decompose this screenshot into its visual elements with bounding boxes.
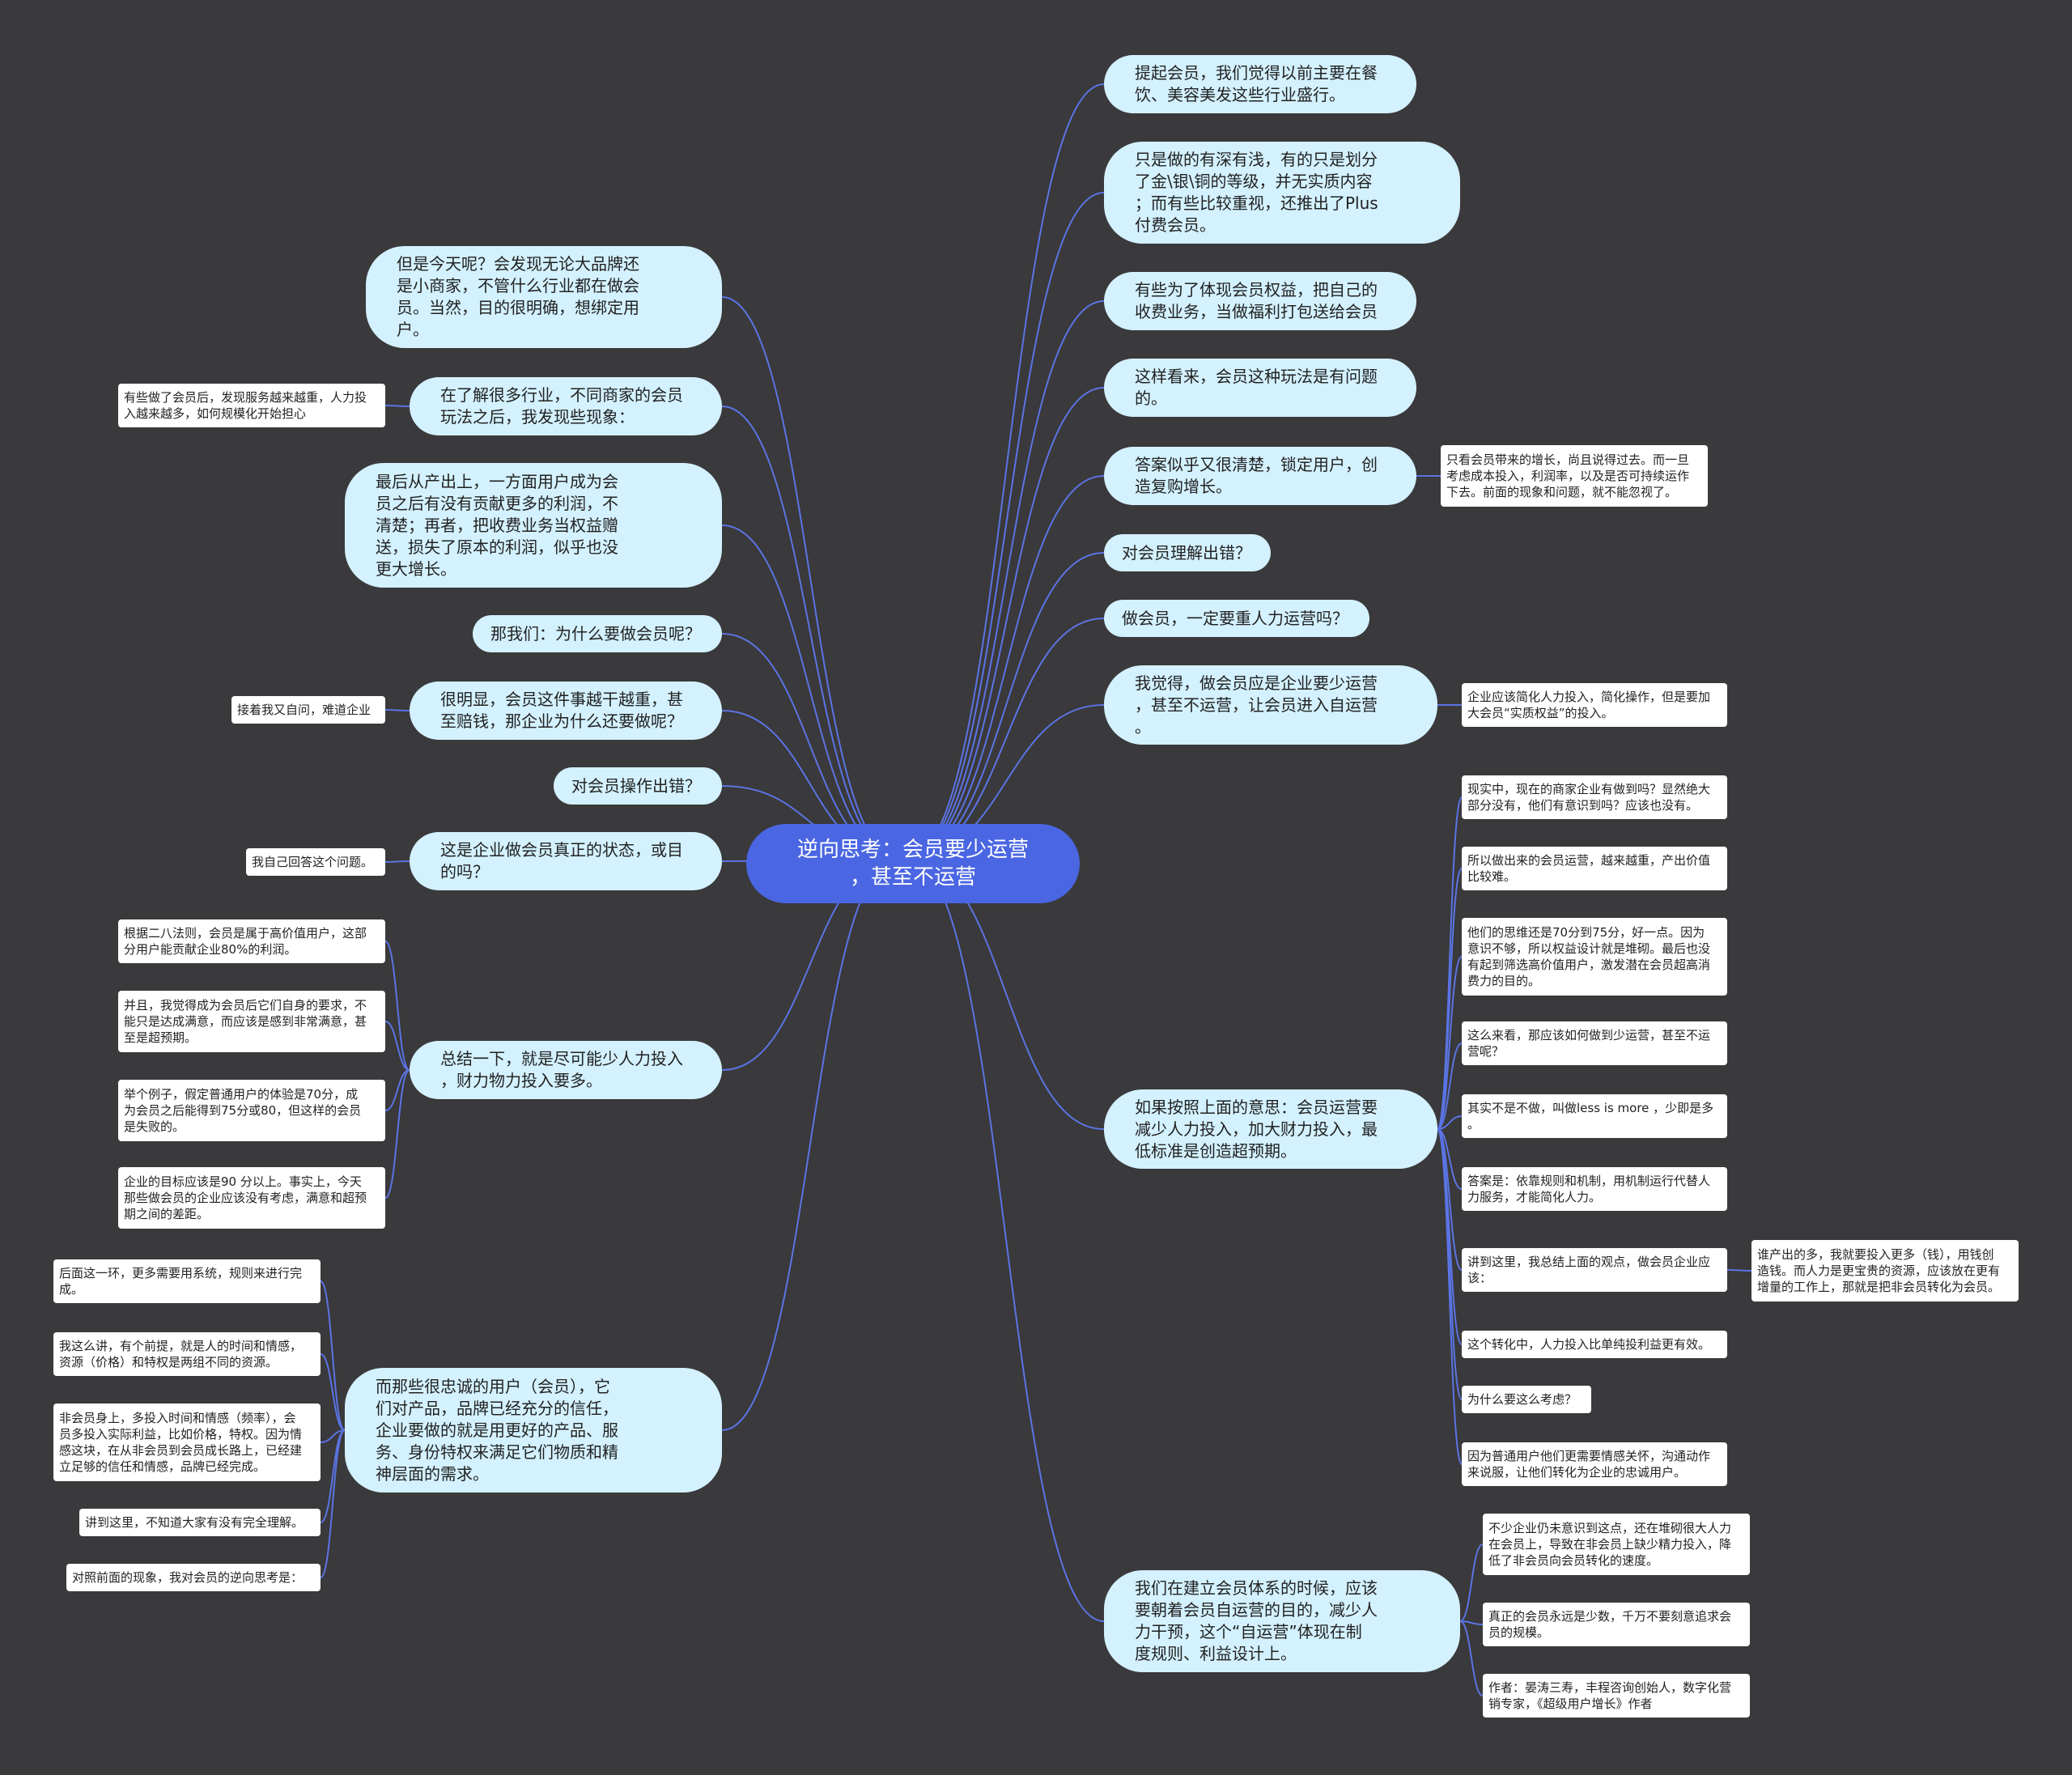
leaf-r9h[interactable]: 这个转化中，人力投入比单纯投利益更有效。 [1462,1331,1727,1358]
connector-line [907,475,1105,859]
connector-line [384,709,410,711]
connector-line [1459,1620,1484,1696]
connector-line [907,857,1105,1622]
leaf-l8d[interactable]: 企业的目标应该是90 分以上。事实上，今天 那些做会员的企业应该没有考虑，满意和… [118,1167,385,1229]
branch-r5[interactable]: 答案似乎又很清楚，锁定用户，创 造复购增长。 [1104,447,1416,505]
branch-r4[interactable]: 这样看来，会员这种玩法是有问题 的。 [1104,359,1416,417]
connector-line [320,1429,346,1443]
connector-line [1437,1115,1463,1130]
connector-line [1437,1042,1463,1130]
branch-r8[interactable]: 我觉得，做会员应是企业要少运营 ，甚至不运营，让会员进入自运营 。 [1104,665,1437,745]
leaf-r10c[interactable]: 作者：晏涛三寿，丰程咨询创始人，数字化营 销专家，《超级用户增长》作者 [1483,1674,1750,1718]
connector-line [1437,1128,1463,1465]
leaf-l2a[interactable]: 有些做了会员后，发现服务越来越重，人力投 入越来越多，如何规模化开始担心 [118,384,385,427]
connector-line [384,941,410,1071]
branch-r6[interactable]: 对会员理解出错？ [1104,534,1271,571]
leaf-l9d[interactable]: 讲到这里，不知道大家有没有完全理解。 [79,1509,321,1536]
branch-l2[interactable]: 在了解很多行业，不同商家的会员 玩法之后，我发现些现象： [410,377,722,435]
leaf-l8c[interactable]: 举个例子，假定普通用户的体验是70分，成 为会员之后能得到75分或80，但这样的… [118,1080,385,1141]
leaf-l5a[interactable]: 接着我又自问，难道企业 [231,696,385,724]
connector-line [721,296,899,859]
leaf-r9c[interactable]: 他们的思维还是70分到75分，好一点。因为 意识不够，所以权益设计就是堆砌。最后… [1462,918,1727,996]
connector-line [1437,1128,1463,1190]
connector-line [320,1353,346,1431]
leaf-r9d[interactable]: 这么来看，那应该如何做到少运营，甚至不运 营呢？ [1462,1021,1727,1065]
branch-r10[interactable]: 我们在建立会员体系的时候，应该 要朝着会员自运营的目的，减少人 力干预，这个“自… [1104,1570,1460,1672]
connector-line [721,857,899,1431]
leaf-l9a[interactable]: 后面这一环，更多需要用系统，规则来进行完 成。 [53,1259,321,1303]
leaf-r9b[interactable]: 所以做出来的会员运营，越来越重，产出价值 比较难。 [1462,847,1727,890]
branch-l7[interactable]: 这是企业做会员真正的状态，或目 的吗？ [410,832,722,890]
leaf-l9b[interactable]: 我这么讲，有个前提，就是人的时间和情感， 资源（价格）和特权是两组不同的资源。 [53,1332,321,1376]
connector-line [384,1069,410,1199]
leaf-r9j[interactable]: 因为普通用户他们更需要情感关怀，沟通动作 来说服，让他们转化为企业的忠诚用户。 [1462,1442,1727,1486]
branch-l1[interactable]: 但是今天呢？会发现无论大品牌还 是小商家，不管什么行业都在做会 员。当然，目的很… [366,246,722,348]
leaf-r9a[interactable]: 现实中，现在的商家企业有做到吗？显然绝大 部分没有，他们有意识到吗？应该也没有。 [1462,775,1727,819]
connector-line [384,1069,410,1111]
branch-l8[interactable]: 总结一下，就是尽可能少人力投入 ，财力物力投入要多。 [410,1041,722,1099]
connector-line [907,192,1105,859]
connector-line [384,860,410,863]
connector-line [907,618,1105,859]
leaf-l8a[interactable]: 根据二八法则，会员是属于高价值用户，这部 分用户能贡献企业80%的利润。 [118,919,385,963]
leaf-r10b[interactable]: 真正的会员永远是少数，千万不要刻意追求会 员的规模。 [1483,1603,1750,1646]
connector-line [907,83,1105,859]
branch-r9[interactable]: 如果按照上面的意思：会员运营要 减少人力投入，加大财力投入，最 低标准是创造超预… [1104,1089,1437,1169]
connector-line [320,1280,346,1431]
leaf-l7a[interactable]: 我自己回答这个问题。 [246,848,385,876]
connector-line [907,300,1105,859]
leaf-l9c[interactable]: 非会员身上，多投入时间和情感（频率），会 员多投入实际利益，比如价格，特权。因为… [53,1403,321,1481]
connector-line [907,387,1105,859]
branch-l4[interactable]: 那我们：为什么要做会员呢？ [473,615,722,652]
leaf-r10a[interactable]: 不少企业仍未意识到这点，还在堆砌很大人力 在会员上，导致在非会员上缺少精力投入，… [1483,1514,1750,1575]
leaf-r9f[interactable]: 答案是：依靠规则和机制，用机制运行代替人 力服务，才能简化人力。 [1462,1167,1727,1211]
root-topic[interactable]: 逆向思考：会员要少运营 ，甚至不运营 [746,824,1080,903]
branch-r1[interactable]: 提起会员，我们觉得以前主要在餐 饮、美容美发这些行业盛行。 [1104,55,1416,113]
branch-l3[interactable]: 最后从产出上，一方面用户成为会 员之后有没有贡献更多的利润，不 清楚；再者，把收… [345,463,722,588]
connector-line [1459,1544,1484,1622]
branch-l5[interactable]: 很明显，会员这件事越干越重，甚 至赔钱，那企业为什么还要做呢？ [410,682,722,740]
branch-r2[interactable]: 只是做的有深有浅，有的只是划分 了金\银\铜的等级，并无实质内容 ；而有些比较重… [1104,142,1460,244]
connector-line [384,1021,410,1071]
leaf-l8b[interactable]: 并且，我觉得成为会员后它们自身的要求，不 能只是达成满意，而应该是感到非常满意，… [118,991,385,1052]
connector-line [721,406,899,859]
leaf-r9g1[interactable]: 谁产出的多，我就要投入更多（钱），用钱创 造钱。而人力是更宝贵的资源，应该放在更… [1751,1240,2019,1302]
leaf-r8a[interactable]: 企业应该简化人力投入，简化操作，但是要加 大会员“实质权益”的投入。 [1462,683,1727,727]
leaf-r5a[interactable]: 只看会员带来的增长，尚且说得过去。而一旦 考虑成本投入，利润率，以及是否可持续运… [1441,445,1708,507]
branch-l9[interactable]: 而那些很忠诚的用户（会员），它 们对产品，品牌已经充分的信任， 企业要做的就是用… [345,1368,722,1493]
leaf-r9e[interactable]: 其实不是不做，叫做less is more ，少即是多 。 [1462,1094,1727,1138]
branch-r7[interactable]: 做会员，一定要重人力运营吗？ [1104,600,1369,637]
leaf-r9g[interactable]: 讲到这里，我总结上面的观点，做会员企业应 该： [1462,1248,1727,1292]
connector-line [320,1429,346,1578]
connector-line [1726,1269,1752,1272]
branch-r3[interactable]: 有些为了体现会员权益，把自己的 收费业务，当做福利打包送给会员 [1104,272,1416,330]
connector-line [1437,956,1463,1130]
connector-line [907,552,1105,859]
leaf-r9i[interactable]: 为什么要这么考虑？ [1462,1386,1591,1413]
leaf-l9e[interactable]: 对照前面的现象，我对会员的逆向思考是： [66,1564,321,1591]
connector-line [1459,1620,1484,1625]
connector-line [1437,868,1463,1130]
branch-l6[interactable]: 对会员操作出错？ [554,767,722,805]
